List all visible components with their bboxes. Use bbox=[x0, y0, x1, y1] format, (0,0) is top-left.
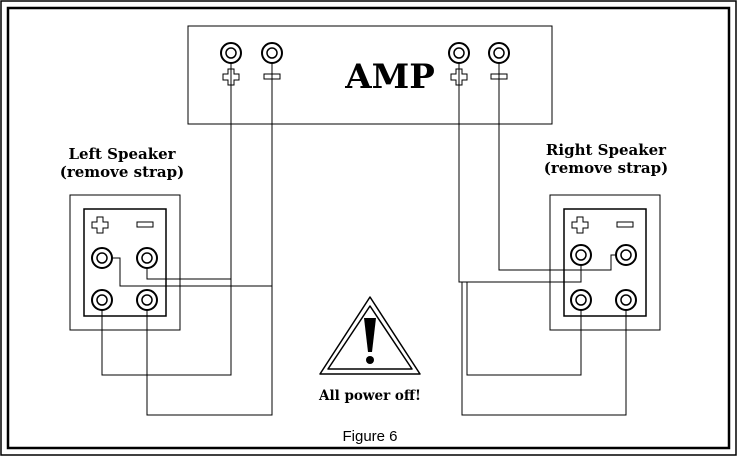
amp-left-minus-terminal bbox=[261, 42, 283, 64]
right-speaker-bottom-plus-terminal bbox=[570, 289, 592, 311]
plus-icon bbox=[91, 216, 109, 234]
wire-amp-left-plus-to-speaker-top-minus bbox=[146, 63, 232, 280]
amp-right-plus-terminal bbox=[448, 42, 470, 64]
wire-amp-right-plus-to-speaker-top-plus bbox=[458, 63, 582, 283]
right-speaker-top-plus-terminal bbox=[570, 244, 592, 266]
inner-frame bbox=[6, 6, 731, 450]
left-speaker-bottom-minus-terminal bbox=[136, 289, 158, 311]
left-speaker-top-plus-terminal bbox=[91, 247, 113, 269]
right-speaker-bottom-minus-terminal bbox=[615, 289, 637, 311]
right-speaker-outer-box bbox=[549, 194, 661, 331]
left-speaker-outer-box bbox=[69, 194, 181, 331]
wire-speaker-bottom-plus-loop bbox=[101, 279, 232, 376]
left-speaker-inner-box bbox=[83, 208, 167, 317]
left-wires bbox=[101, 63, 273, 416]
amp-left-plus-terminal bbox=[220, 42, 242, 64]
wire-speaker-bottom-minus-loop bbox=[461, 282, 627, 416]
wire-speaker-bottom-minus-loop bbox=[146, 286, 273, 416]
wire-speaker-bottom-plus-loop bbox=[466, 282, 582, 376]
left-speaker-title: Left Speaker bbox=[68, 145, 176, 163]
amp-label: AMP bbox=[344, 57, 435, 97]
wire-amp-right-minus-to-speaker-top-minus bbox=[498, 63, 616, 271]
wire-amp-left-minus-to-speaker-top-plus bbox=[112, 63, 273, 287]
right-speaker-title: Right Speaker bbox=[546, 141, 667, 159]
minus-icon bbox=[136, 221, 154, 228]
left-speaker-top-minus-terminal bbox=[136, 247, 158, 269]
right-speaker-note: (remove strap) bbox=[544, 159, 668, 177]
right-wires bbox=[458, 63, 627, 416]
left-speaker-bottom-plus-terminal bbox=[91, 289, 113, 311]
figure-caption: Figure 6 bbox=[342, 428, 397, 445]
warning-triangle-icon bbox=[319, 296, 421, 375]
warning-text: All power off! bbox=[318, 388, 421, 404]
minus-icon bbox=[616, 221, 634, 228]
left-speaker-note: (remove strap) bbox=[60, 163, 184, 181]
plus-icon bbox=[571, 216, 589, 234]
right-speaker-inner-box bbox=[563, 208, 647, 317]
right-speaker-top-minus-terminal bbox=[615, 244, 637, 266]
amp-right-minus-terminal bbox=[488, 42, 510, 64]
